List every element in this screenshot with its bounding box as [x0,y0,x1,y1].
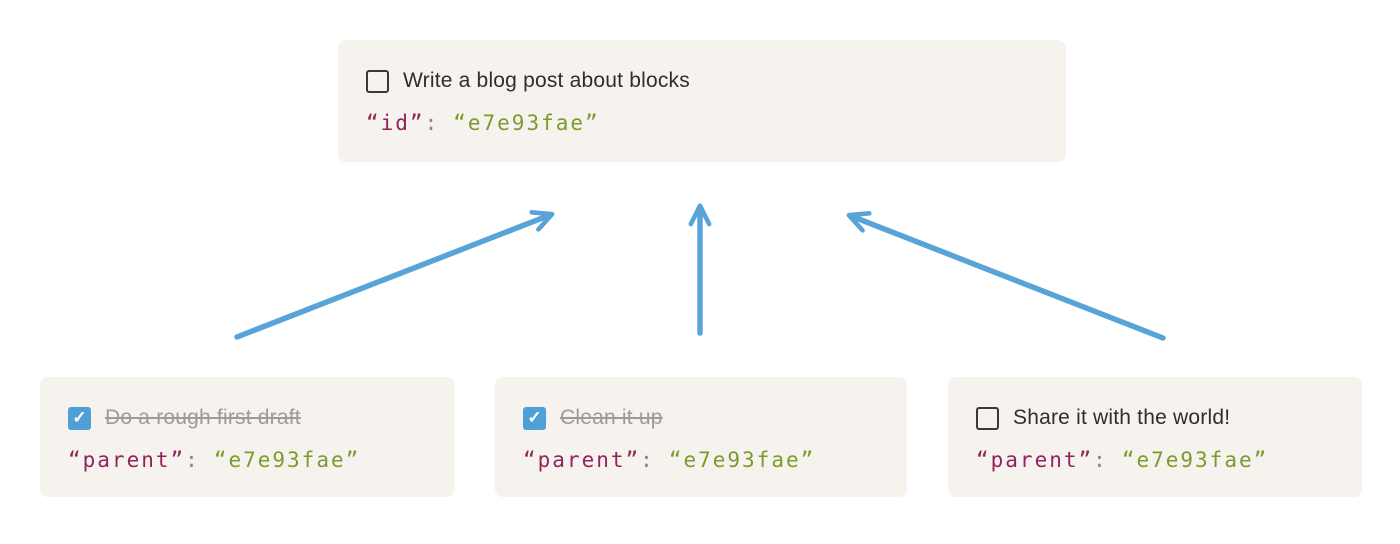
task-checkbox[interactable]: ✓ [976,406,999,430]
task-checkbox[interactable]: ✓ [523,406,546,430]
code-colon: : [185,448,200,472]
code-value: “e7e93fae” [668,448,816,472]
code-value: “e7e93fae” [213,448,361,472]
task-checkbox[interactable]: ✓ [366,69,389,93]
code-key: “parent” [68,448,186,472]
arrow-left [234,209,555,340]
task-title: Do a rough first draft [105,406,301,429]
code-colon: : [640,448,655,472]
block-parent-code: “parent”: “e7e93fae” [523,448,879,472]
block-parent-code: “parent”: “e7e93fae” [976,448,1334,472]
code-value: “e7e93fae” [453,111,600,135]
task-title: Write a blog post about blocks [403,69,690,92]
checkmark-icon: ✓ [527,407,542,427]
task-checkbox[interactable]: ✓ [68,406,91,430]
task-title: Share it with the world! [1013,406,1231,429]
block-id-code: “id”: “e7e93fae” [366,111,1038,135]
child-task-card-draft: ✓ Do a rough first draft “parent”: “e7e93… [40,377,455,497]
todo-row: ✓ Clean it up [523,406,879,430]
child-task-card-share: ✓ Share it with the world! “parent”: “e7e… [948,377,1362,497]
code-key: “id” [366,111,425,135]
todo-row: ✓ Write a blog post about blocks [366,69,1038,93]
code-colon: : [1093,448,1108,472]
checkmark-icon: ✓ [72,407,87,427]
task-title: Clean it up [560,406,663,429]
todo-row: ✓ Share it with the world! [976,406,1334,430]
todo-row: ✓ Do a rough first draft [68,406,427,430]
code-key: “parent” [976,448,1094,472]
code-value: “e7e93fae” [1121,448,1269,472]
block-parent-code: “parent”: “e7e93fae” [68,448,427,472]
arrow-right [846,211,1166,341]
child-task-card-clean: ✓ Clean it up “parent”: “e7e93fae” [495,377,907,497]
parent-task-card: ✓ Write a blog post about blocks “id”: “e… [338,40,1066,162]
code-key: “parent” [523,448,641,472]
code-colon: : [424,111,440,135]
